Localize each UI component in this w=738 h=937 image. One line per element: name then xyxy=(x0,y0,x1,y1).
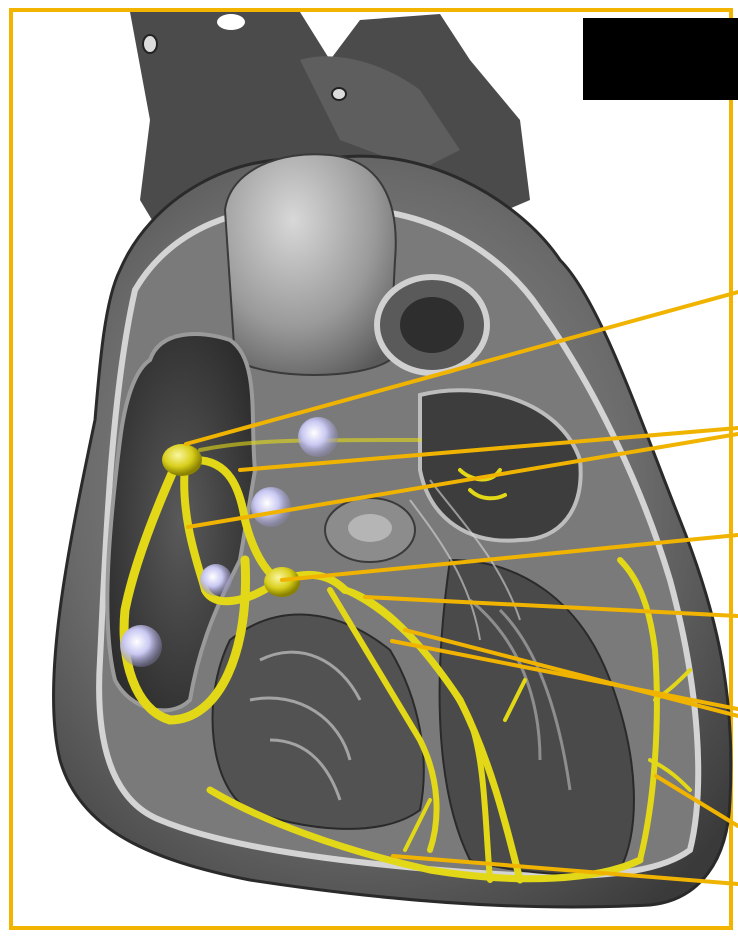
glow-sphere-1 xyxy=(298,417,338,457)
title-label-box xyxy=(583,18,738,100)
glow-sphere-4 xyxy=(120,625,162,667)
glow-sphere-2 xyxy=(251,487,291,527)
glow-sphere-3 xyxy=(200,564,232,596)
aorta xyxy=(225,154,396,375)
sa-node xyxy=(162,444,202,476)
